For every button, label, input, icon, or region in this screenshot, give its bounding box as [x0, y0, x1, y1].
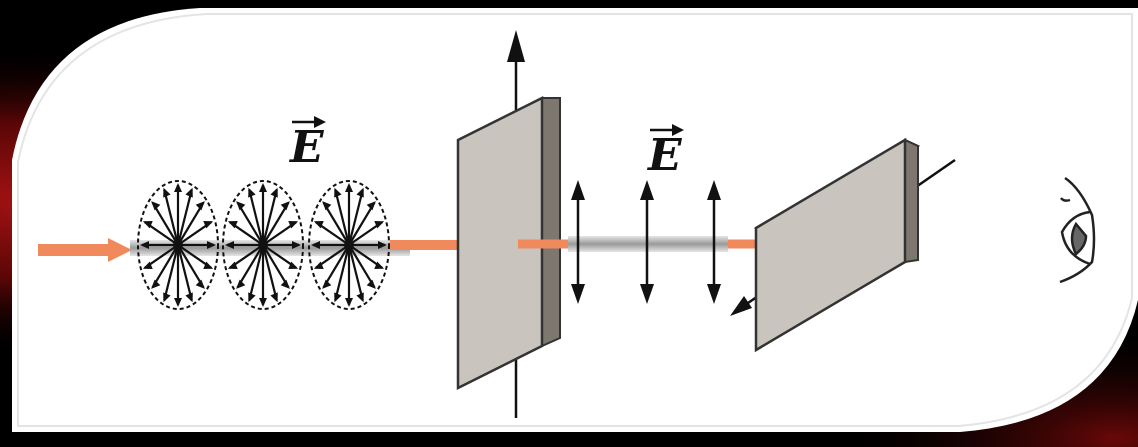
analyzer-icon [753, 137, 921, 353]
eye-icon [1059, 176, 1096, 284]
polarized-field-arrows [571, 180, 721, 304]
polarizer-axis-arrowhead [507, 30, 525, 62]
analyzer-axis-arrowhead [730, 296, 752, 316]
svg-text:E: E [288, 122, 325, 173]
field-label-unpolarized: E [288, 116, 326, 173]
beam-arrowhead [108, 238, 132, 262]
unpolarized-light-icon [137, 180, 390, 310]
unpolarized-symbol [308, 180, 390, 310]
unpolarized-symbol [222, 180, 304, 310]
svg-text:E: E [646, 130, 683, 181]
field-label-polarized: E [646, 124, 684, 181]
polarizer-icon [456, 95, 561, 391]
white-panel [12, 8, 1138, 432]
panel-inner-border [17, 13, 1133, 427]
unpolarized-symbol [137, 180, 219, 310]
